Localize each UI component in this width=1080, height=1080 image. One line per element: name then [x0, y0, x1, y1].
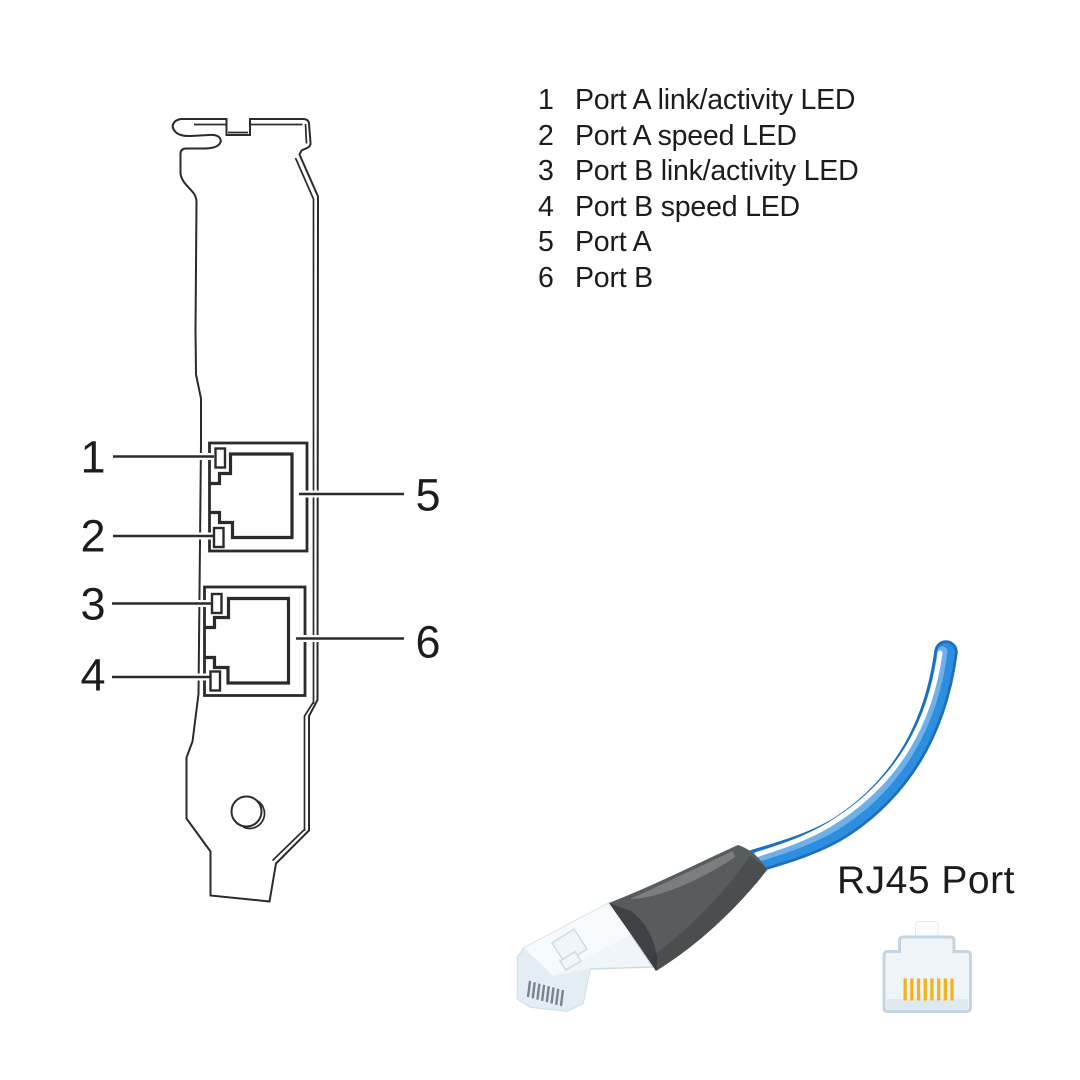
- led-4-port-b-speed: [209, 670, 222, 692]
- pin: [545, 986, 550, 1003]
- pin: [526, 980, 532, 998]
- callout-number-4: 4: [80, 649, 106, 701]
- cable: [743, 640, 958, 873]
- pin: [930, 978, 934, 1001]
- legend-item: 6 Port B: [538, 261, 858, 297]
- port-b-jack: [205, 596, 291, 685]
- legend-item-number: 5: [538, 226, 554, 258]
- legend-item-label: Port A link/activity LED: [575, 84, 856, 116]
- plug-front-shade: [517, 948, 590, 1011]
- fold-line-right-corner: [304, 123, 308, 144]
- screw-hole-thickness-arc: [242, 800, 266, 830]
- plug-latch-tab: [550, 927, 589, 965]
- pin: [910, 978, 914, 1001]
- legend-item-label: Port A: [575, 226, 652, 258]
- rj45-port-caption: RJ45 Port: [837, 859, 1015, 902]
- plug-top-sheen: [524, 903, 641, 976]
- led-2-port-a-speed: [212, 526, 225, 549]
- rj45-port-icon: [882, 921, 972, 1013]
- fold-line-diagonal: [294, 157, 315, 200]
- plug-contact-pins: [526, 980, 565, 1007]
- pin: [555, 988, 560, 1005]
- callout-number-3: 3: [80, 578, 106, 630]
- pin: [950, 978, 954, 1001]
- legend-item-number: 3: [538, 155, 554, 187]
- legend-item: 2 Port A speed LED: [538, 119, 858, 155]
- legend-item: 1 Port A link/activity LED: [538, 83, 858, 119]
- callout-number-6: 6: [415, 616, 441, 668]
- legend-item-number: 1: [538, 84, 554, 116]
- screw-hole-circle: [230, 795, 263, 828]
- legend-item-label: Port B: [575, 261, 653, 294]
- legend: 1 Port A link/activity LED 2 Port A spee…: [538, 83, 859, 297]
- bracket-outline: [171, 117, 319, 903]
- legend-item-label: Port A speed LED: [575, 119, 797, 152]
- legend-item: 4 Port B speed LED: [538, 190, 858, 226]
- pin: [540, 984, 546, 1002]
- callout-number-2: 2: [80, 510, 106, 562]
- boot-bottom-shadow: [652, 856, 767, 971]
- pin: [559, 989, 565, 1007]
- port-a-jack: [210, 452, 294, 540]
- port-icon-bottom-strip: [886, 999, 968, 1010]
- callout-number-5: 5: [415, 469, 441, 521]
- pin: [943, 978, 947, 1001]
- pin: [916, 978, 921, 1001]
- cable-boot: [609, 845, 767, 971]
- port-icon-gold-pins: [903, 978, 954, 1001]
- pin: [536, 983, 541, 1000]
- boot-front-shadow: [609, 903, 658, 971]
- led-3-port-b-link-activity: [210, 592, 223, 615]
- boot-top-sheen: [630, 851, 735, 899]
- port-leds: [209, 447, 227, 692]
- plug-latch-stem: [558, 950, 583, 972]
- legend-item: 3 Port B link/activity LED: [538, 154, 859, 190]
- bracket-diagram: [171, 117, 319, 903]
- pin: [923, 978, 927, 1001]
- legend-item-number: 6: [538, 261, 554, 294]
- fold-line-lower-right: [303, 701, 315, 831]
- ethernet-cable-illustration: [516, 640, 958, 1012]
- legend-item-label: Port B link/activity LED: [575, 155, 859, 187]
- leader-lines: [112, 455, 404, 679]
- fold-line-tab-diagonal: [271, 828, 306, 862]
- pin: [937, 978, 941, 1001]
- cable-core: [746, 643, 955, 870]
- bracket-fold-lines: [194, 123, 315, 862]
- callout-number-1: 1: [80, 431, 106, 483]
- legend-item: 5 Port A: [538, 225, 858, 261]
- legend-item-number: 4: [538, 190, 554, 223]
- pin: [550, 987, 555, 1004]
- led-1-port-a-link-activity: [214, 447, 227, 469]
- cable-highlight-stripe: [754, 650, 943, 857]
- screw-hole: [230, 795, 266, 830]
- rj45-plug: [516, 902, 655, 1012]
- pin: [531, 982, 536, 999]
- legend-item-number: 2: [538, 119, 554, 152]
- pin: [903, 978, 907, 1001]
- legend-item-label: Port B speed LED: [575, 190, 800, 223]
